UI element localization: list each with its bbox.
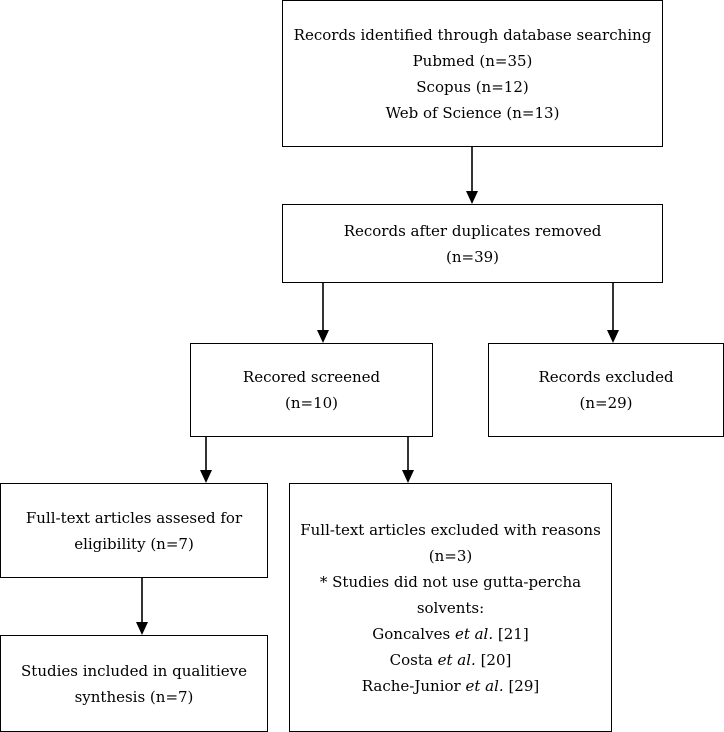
fulltext-excluded-title: Full-text articles excluded with reasons — [300, 520, 601, 539]
studies-included-line2: synthesis (n=7) — [74, 687, 194, 706]
scopus-count: Scopus (n=12) — [416, 77, 529, 96]
reference-author: Rache-Junior — [361, 676, 461, 695]
records-screened-box: Recored screened (n=10) — [190, 343, 433, 437]
exclusion-reason-line1: * Studies did not use gutta-percha — [319, 572, 582, 591]
reference-etal: et al. — [465, 676, 504, 695]
pubmed-count: Pubmed (n=35) — [412, 51, 533, 70]
duplicates-removed-box: Records after duplicates removed (n=39) — [282, 204, 663, 283]
records-excluded-box: Records excluded (n=29) — [488, 343, 724, 437]
records-screened-title: Recored screened — [242, 368, 381, 386]
studies-included-line1: Studies included in qualitieve — [21, 661, 247, 680]
records-identified-title: Records identified through database sear… — [293, 25, 652, 44]
arrow-duplicates-to-excluded — [607, 283, 619, 343]
studies-included-box: Studies included in qualitieve synthesis… — [0, 635, 268, 732]
reference-goncalves: Goncalves et al. [21] — [372, 621, 528, 647]
arrow-duplicates-to-screened — [317, 283, 329, 343]
reference-etal: et al. — [454, 624, 494, 643]
duplicates-removed-title: Records after duplicates removed — [343, 221, 602, 240]
arrow-screened-to-fulltext-excluded — [402, 437, 414, 483]
arrow-identified-to-duplicates — [466, 147, 478, 204]
eligibility-box: Full-text articles assesed for eligibili… — [0, 483, 268, 578]
arrow-screened-to-eligibility — [200, 437, 212, 483]
arrow-eligibility-to-included — [136, 578, 148, 635]
records-identified-box: Records identified through database sear… — [282, 0, 663, 147]
duplicates-removed-count: (n=39) — [445, 247, 500, 266]
records-excluded-count: (n=29) — [579, 394, 633, 412]
eligibility-line1: Full-text articles assesed for — [25, 508, 243, 527]
reference-costa: Costa et al. [20] — [390, 647, 512, 673]
reference-author: Costa — [389, 650, 433, 669]
reference-etal: et al. — [437, 650, 476, 669]
reference-number: [29] — [508, 676, 540, 695]
fulltext-excluded-box: Full-text articles excluded with reasons… — [289, 483, 612, 732]
records-excluded-title: Records excluded — [538, 368, 674, 386]
fulltext-excluded-count: (n=3) — [428, 546, 473, 565]
exclusion-reason-line2: solvents: — [416, 598, 485, 617]
reference-author: Goncalves — [372, 624, 451, 643]
web-of-science-count: Web of Science (n=13) — [385, 103, 560, 122]
reference-rache-junior: Rache-Junior et al. [29] — [362, 673, 539, 699]
eligibility-line2: eligibility (n=7) — [74, 534, 194, 553]
reference-number: [21] — [497, 624, 529, 643]
reference-number: [20] — [480, 650, 512, 669]
records-screened-count: (n=10) — [284, 394, 339, 412]
